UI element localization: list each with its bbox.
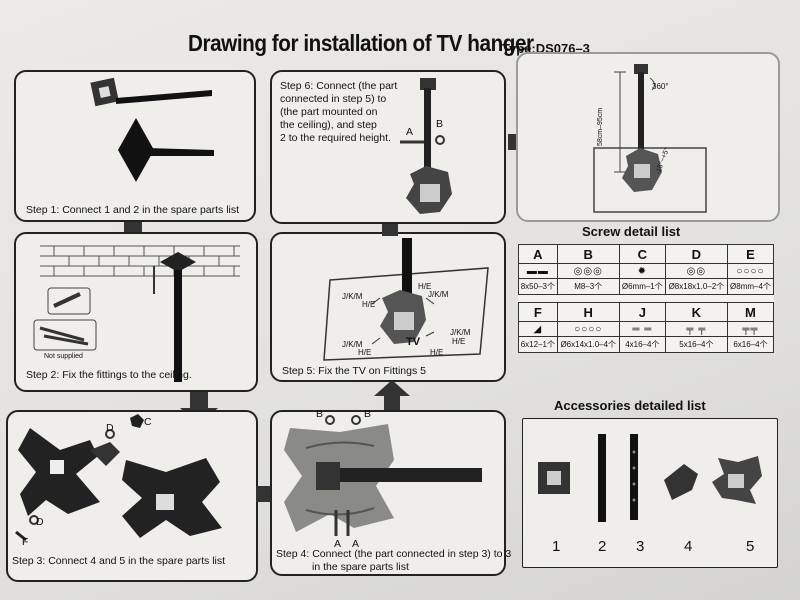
screw-e-spec: Ø8mm–4个 (726, 278, 775, 295)
screw-icon: ╤╤ (726, 321, 775, 337)
step3-illustration (15, 414, 222, 542)
step6-panel (270, 70, 506, 224)
label-b: B (436, 118, 444, 130)
step5-caption: Step 5: Fix the TV on Fittings 5 (282, 365, 426, 377)
label-d: D (36, 516, 44, 528)
accessories-illustration (538, 434, 762, 522)
final-illustration (593, 64, 707, 213)
rotation-label: 360° (652, 82, 669, 91)
label-jkm: J/K/M (342, 340, 363, 349)
step3-caption: Step 3: Connect 4 and 5 in the spare par… (12, 555, 226, 567)
screw-j-spec: 4x16–4个 (618, 336, 666, 353)
screw-m-letter: M (726, 302, 775, 322)
up-arrow-icon (374, 380, 410, 410)
nut-icon: ◎◎◎ (556, 263, 620, 279)
lock-washer-icon: ✹ (618, 263, 666, 279)
accessories-title: Accessories detailed list (554, 398, 706, 413)
step1-illustration (90, 77, 214, 182)
label-he: H/E (418, 282, 432, 291)
label-jkm: J/K/M (342, 292, 363, 301)
screw-f-letter: F (518, 302, 558, 322)
not-supplied-note: Not supplied (44, 353, 83, 360)
screw-list-title: Screw detail list (582, 224, 681, 239)
step4-caption-line2: in the spare parts list (312, 561, 409, 573)
accessory-3-number: 3 (636, 538, 645, 555)
down-arrow-icon (180, 392, 218, 426)
screw-a-letter: A (518, 244, 558, 264)
screw-m-spec: 6x16–4个 (726, 336, 775, 353)
washer-icon: ○○○○ (556, 321, 620, 337)
screw-k-spec: 5x16–4个 (664, 336, 728, 353)
label-a: A (352, 538, 360, 550)
step3-panel (6, 410, 258, 582)
screw-k-letter: K (664, 302, 728, 322)
label-b: B (364, 408, 372, 420)
step5-illustration (323, 238, 489, 361)
label-tv: TV (406, 336, 421, 348)
label-he: H/E (358, 348, 372, 357)
label-f: F (22, 536, 29, 548)
screw-icon: ◢ (518, 321, 558, 337)
label-b: B (316, 408, 324, 420)
bolt-icon: ▬▬ (518, 263, 558, 279)
washer-icon: ◎◎ (664, 263, 728, 279)
label-a: A (406, 126, 414, 138)
screw-f-spec: 6x12–1个 (518, 336, 558, 353)
step6-illustration (400, 78, 452, 214)
screw-h-letter: H (556, 302, 620, 322)
height-label: 58cm–95cm (597, 107, 604, 146)
screw-e-letter: E (726, 244, 775, 264)
step1-caption: Step 1: Connect 1 and 2 in the spare par… (26, 204, 240, 216)
screw-c-letter: C (618, 244, 666, 264)
accessory-2-number: 2 (598, 538, 607, 555)
label-a: A (334, 538, 342, 550)
label-he: H/E (362, 300, 376, 309)
label-jkm: J/K/M (428, 290, 449, 299)
page-title: Drawing for installation of TV hanger (188, 30, 534, 56)
label-d: D (106, 422, 114, 434)
label-jkm: J/K/M (450, 328, 471, 337)
screw-j-letter: J (618, 302, 666, 322)
step2-panel (14, 232, 258, 392)
washer-icon: ○○○○ (726, 263, 775, 279)
screw-h-spec: Ø6x14x1.0–4个 (556, 336, 620, 353)
screw-b-letter: B (556, 244, 620, 264)
accessory-1-number: 1 (552, 538, 561, 555)
step6-caption-line5: 2 to the required height. (280, 132, 391, 144)
accessory-5-number: 5 (746, 538, 755, 555)
step4-caption-line1: Step 4: Connect (the part connected in s… (276, 548, 512, 560)
screw-c-spec: Ø6mm–1个 (618, 278, 666, 295)
step2-caption: Step 2: Fix the fittings to the ceiling. (26, 369, 192, 381)
screw-b-spec: M8–3个 (556, 278, 620, 295)
screw-d-letter: D (664, 244, 728, 264)
step4-illustration (284, 415, 482, 536)
label-he: H/E (452, 337, 466, 346)
step6-caption-line1: Step 6: Connect (the part (280, 80, 398, 92)
screw-icon: ╤ ╤ (664, 321, 728, 337)
step6-caption-line2: connected in step 5) to (280, 93, 387, 105)
label-c: C (144, 416, 152, 428)
screw-detail-table: A B C D E ▬▬ ◎◎◎ ✹ ◎◎ ○○○○ 8x50–3个 M8–3个… (518, 244, 775, 353)
step6-caption-line3: (the part mounted on (280, 106, 378, 118)
label-he: H/E (430, 348, 444, 357)
screw-a-spec: 8x50–3个 (518, 278, 558, 295)
final-panel (516, 52, 780, 222)
screw-icon: ═ ═ (618, 321, 666, 337)
accessory-4-number: 4 (684, 538, 693, 555)
screw-d-spec: Ø8x18x1.0–2个 (664, 278, 728, 295)
step2-illustration (33, 245, 240, 382)
step6-caption-line4: the ceiling), and step (280, 119, 377, 131)
